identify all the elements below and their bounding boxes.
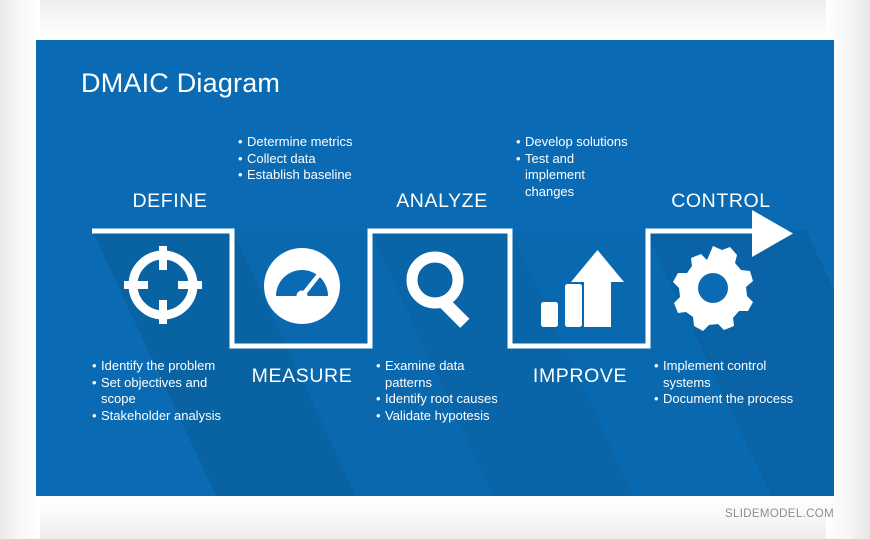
bullet-item: Implement control systems (654, 358, 794, 391)
bullet-item: Develop solutions (516, 134, 634, 151)
page-title: DMAIC Diagram (81, 68, 281, 98)
page-edge-shading-left (0, 0, 40, 539)
phase-label-improve: IMPROVE (532, 365, 628, 387)
process-step-line (92, 210, 793, 349)
watermark: SLIDEMODEL.COM (724, 508, 834, 520)
bullet-item: Examine data patterns (376, 358, 502, 391)
page-edge-shading-bottom (0, 495, 870, 539)
bullets-analyze: Examine data patterns Identify root caus… (376, 358, 502, 424)
bullet-item: Determine metrics (238, 134, 360, 151)
bullet-item: Identify the problem (92, 358, 242, 375)
bullet-item: Stakeholder analysis (92, 408, 242, 425)
bullet-item: Collect data (238, 151, 360, 168)
gear-icon (673, 246, 753, 331)
bar-chart-up-arrow-icon (541, 250, 624, 327)
bullets-control: Implement control systems Document the p… (654, 358, 794, 408)
bullets-define: Identify the problem Set objectives and … (92, 358, 242, 424)
bullets-measure: Determine metrics Collect data Establish… (238, 134, 360, 184)
bullet-item: Document the process (654, 391, 794, 408)
target-crosshair-icon (124, 246, 202, 324)
bullet-item: Set objectives and scope (92, 375, 242, 408)
bullets-improve: Develop solutions Test and implement cha… (516, 134, 634, 200)
magnifying-glass-icon (406, 251, 470, 328)
phase-label-control: CONTROL (671, 190, 771, 212)
dmaic-diagram-panel: DMAIC Diagram DEFINE MEASURE ANALYZE IMP… (36, 40, 834, 496)
bullet-item: Test and implement changes (516, 151, 634, 201)
bullet-item: Validate hypotesis (376, 408, 502, 425)
phase-label-define: DEFINE (132, 190, 208, 212)
bullet-item: Establish baseline (238, 167, 360, 184)
phase-label-measure: MEASURE (251, 365, 353, 387)
page-edge-shading-top (0, 0, 870, 42)
process-arrow-head (752, 210, 793, 257)
dmaic-process-graphic (92, 210, 834, 496)
phase-label-analyze: ANALYZE (396, 190, 488, 212)
gauge-speedometer-icon (264, 248, 340, 324)
bullet-item: Identify root causes (376, 391, 502, 408)
